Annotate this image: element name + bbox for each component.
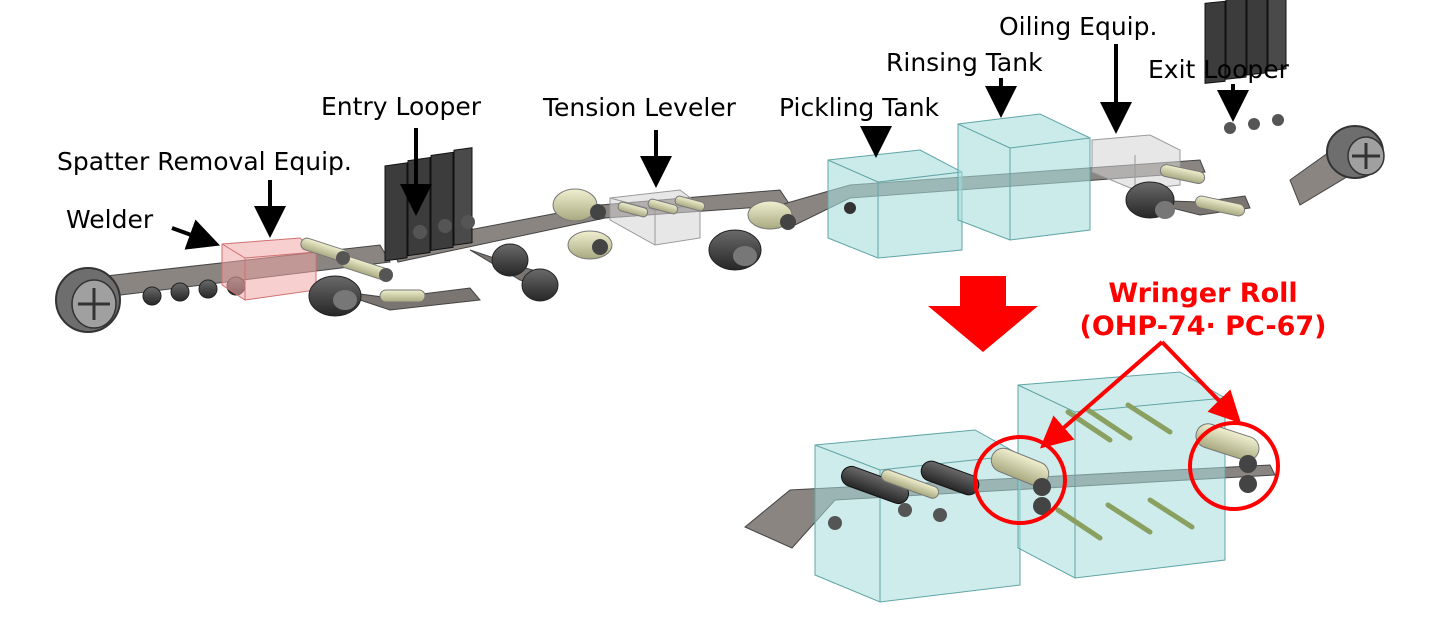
pickling-tank: [827, 149, 963, 259]
entry-coil: [55, 267, 121, 333]
label-pickling-tank: Pickling Tank: [779, 93, 940, 122]
label-arrows: [171, 44, 1249, 250]
label-rinsing-tank: Rinsing Tank: [886, 48, 1043, 77]
wringer-callout-line-right: [1160, 340, 1242, 424]
label-exit-looper: Exit Looper: [1148, 55, 1289, 84]
label-oiling-equip: Oiling Equip.: [999, 12, 1158, 41]
label-tension-leveler: Tension Leveler: [543, 93, 736, 122]
wringer-roll-models: (OHP-74· PC-67): [1079, 310, 1327, 342]
wringer-callout-line-left: [1039, 340, 1164, 449]
label-welder: Welder: [66, 205, 154, 234]
label-spatter-removal: Spatter Removal Equip.: [57, 147, 352, 176]
oiling-equip: [1091, 134, 1181, 191]
welder-arrow: [171, 219, 221, 250]
wringer-roll-title: Wringer Roll: [1108, 278, 1298, 309]
wringer-roll-circle-left: [973, 435, 1067, 525]
exit-looper: [1125, 0, 1287, 219]
guide-rolls: [300, 237, 393, 282]
wringer-roll-callout: Wringer Roll (OHP-74· PC-67): [1070, 278, 1336, 344]
label-entry-looper: Entry Looper: [321, 92, 482, 121]
tension-leveler: [552, 188, 796, 271]
exit-coil: [1326, 125, 1385, 179]
rinsing-tank: [957, 113, 1091, 241]
zoom-down-arrow: [928, 276, 1038, 352]
